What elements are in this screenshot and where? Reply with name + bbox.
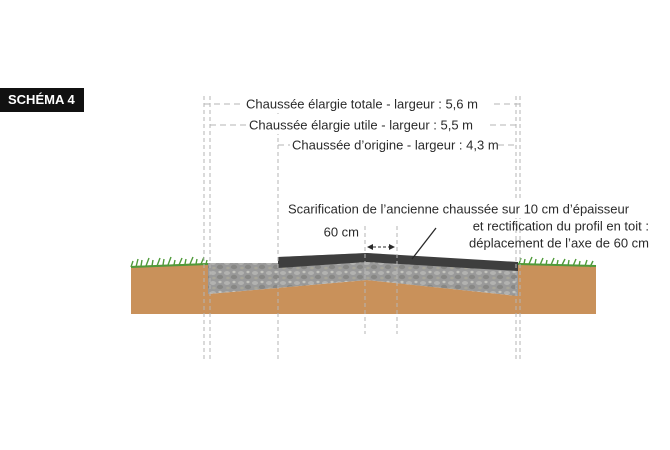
schema-tag: SCHÉMA 4 (0, 88, 84, 112)
offset-label: 60 cm (324, 225, 359, 240)
dim-label-total: Chaussée élargie totale - largeur : 5,6 … (246, 97, 478, 112)
annotation-line-1: Scarification de l’ancienne chaussée sur… (288, 202, 630, 217)
soil-layer (131, 263, 596, 314)
annotation-leader (411, 227, 437, 260)
asphalt-layer (278, 253, 518, 271)
grass-left (130, 256, 209, 268)
annotation-line-2: et rectification du profil en toit : (473, 219, 649, 234)
annotation-line-3: déplacement de l’axe de 60 cm (469, 236, 649, 251)
guide-lines (203, 96, 521, 362)
offset-arrow (367, 244, 395, 250)
dim-label-useful: Chaussée élargie utile - largeur : 5,5 m (249, 118, 473, 133)
dim-label-original: Chaussée d’origine - largeur : 4,3 m (292, 138, 499, 153)
